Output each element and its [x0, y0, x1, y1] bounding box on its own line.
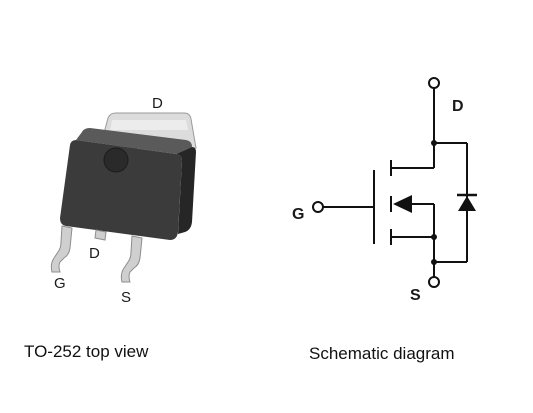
package-tab-label: D	[152, 95, 163, 112]
package-drain-label: D	[89, 245, 100, 262]
mold-dimple	[103, 147, 129, 173]
schematic-caption: Schematic diagram	[309, 344, 455, 363]
package-side-face	[176, 147, 196, 234]
package-body	[60, 140, 182, 240]
schematic-gate-label: G	[292, 206, 305, 223]
source-terminal	[428, 276, 440, 288]
source-lead	[120, 235, 143, 283]
gate-lead	[50, 225, 73, 273]
gate-terminal	[312, 201, 324, 213]
body-arrow	[393, 195, 412, 213]
drain-terminal	[428, 77, 440, 89]
junction-dot	[431, 140, 437, 146]
package-drawing	[50, 112, 197, 283]
schematic-source-label: S	[410, 287, 421, 304]
drain-lead-stub	[94, 229, 107, 241]
junction-dot	[431, 234, 437, 240]
package-source-label: S	[121, 289, 132, 306]
package-caption: TO-252 top view	[24, 342, 149, 361]
drain-tab-highlight	[110, 120, 188, 130]
schematic-drain-label: D	[452, 98, 464, 115]
package-top-face	[76, 128, 192, 154]
diode-triangle	[458, 196, 476, 211]
junction-dot	[431, 259, 437, 265]
package-gate-label: G	[54, 275, 66, 292]
